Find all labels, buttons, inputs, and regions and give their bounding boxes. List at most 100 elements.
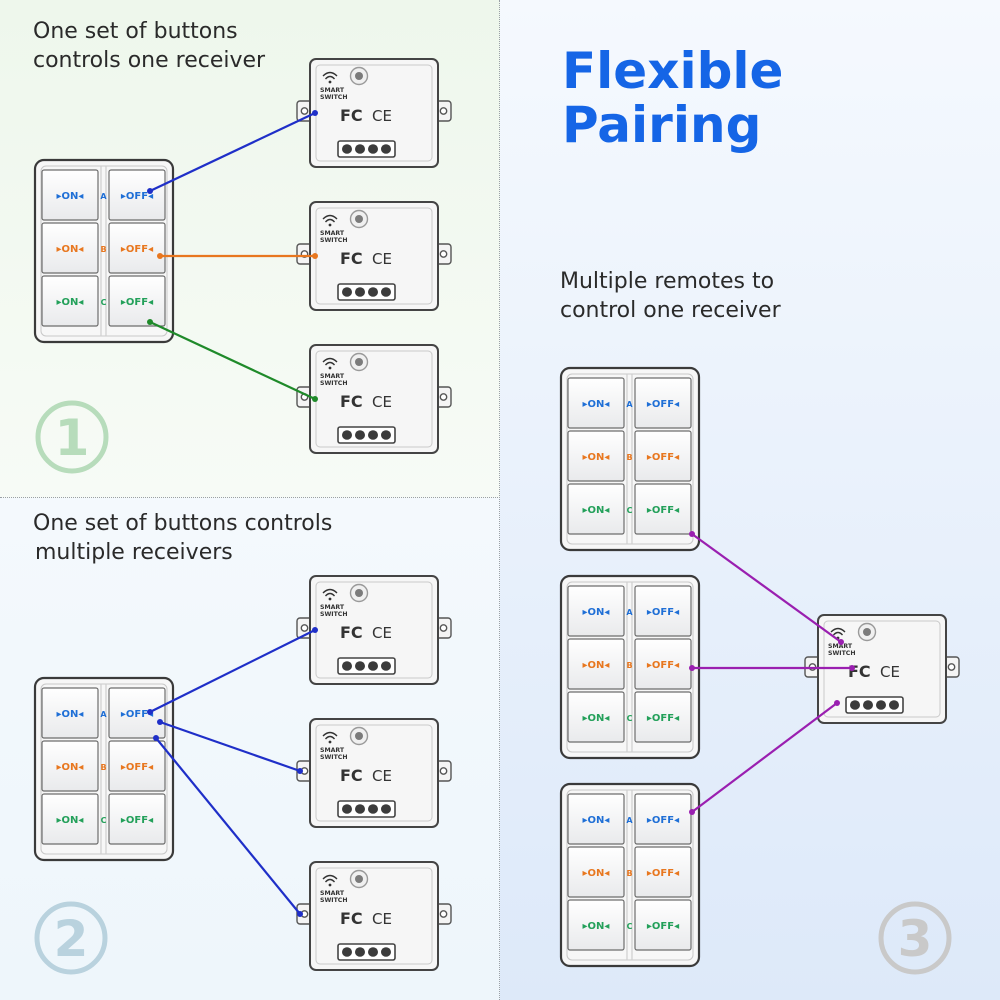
fcc-mark: FC bbox=[340, 909, 363, 928]
remote-on-button[interactable]: ▸ON◂ bbox=[567, 793, 625, 845]
remote-off-button[interactable]: ▸OFF◂ bbox=[634, 430, 692, 482]
receiver-label-smart: SMART bbox=[320, 373, 345, 380]
wifi-icon bbox=[322, 731, 338, 744]
terminal-screw bbox=[342, 430, 352, 440]
on-label: ▸ON◂ bbox=[57, 244, 84, 255]
terminal-block bbox=[337, 283, 396, 301]
panel3-remote-3: ▸ON◂A▸OFF◂▸ON◂B▸OFF◂▸ON◂C▸OFF◂ bbox=[559, 782, 701, 968]
off-label: ▸OFF◂ bbox=[647, 505, 679, 516]
channel-letter: C bbox=[627, 922, 633, 931]
on-label: ▸ON◂ bbox=[57, 191, 84, 202]
terminal-block bbox=[845, 696, 904, 714]
receiver-label-switch: SWITCH bbox=[320, 380, 348, 387]
remote-inner-frame bbox=[40, 165, 168, 337]
terminal-screw bbox=[850, 700, 860, 710]
channel-letter: B bbox=[100, 245, 106, 254]
off-label: ▸OFF◂ bbox=[121, 297, 153, 308]
panel2-caption: One set of buttons controls multiple rec… bbox=[33, 510, 332, 567]
remote-on-button[interactable]: ▸ON◂ bbox=[41, 275, 99, 327]
terminal-screw bbox=[355, 287, 365, 297]
terminal-screw bbox=[355, 947, 365, 957]
off-label: ▸OFF◂ bbox=[121, 709, 153, 720]
receiver-body bbox=[309, 58, 439, 168]
screw-hole bbox=[947, 663, 956, 671]
receiver-label-switch: SWITCH bbox=[320, 611, 348, 618]
terminal-screw bbox=[368, 947, 378, 957]
terminal-block bbox=[337, 800, 396, 818]
terminal-screw bbox=[863, 700, 873, 710]
ce-mark: CE bbox=[372, 393, 392, 411]
receiver-label-smart: SMART bbox=[320, 87, 345, 94]
remote-off-button[interactable]: ▸OFF◂ bbox=[634, 691, 692, 743]
remote-off-button[interactable]: ▸OFF◂ bbox=[108, 793, 166, 845]
panel2-wire-b bbox=[157, 719, 303, 774]
page-title-line2: Pairing bbox=[562, 96, 762, 154]
terminal-screw bbox=[342, 947, 352, 957]
remote-on-button[interactable]: ▸ON◂ bbox=[41, 222, 99, 274]
panel1-remote: ▸ON◂A▸OFF◂▸ON◂B▸OFF◂▸ON◂C▸OFF◂ bbox=[33, 158, 175, 344]
channel-letter: B bbox=[626, 453, 632, 462]
remote-off-button[interactable]: ▸OFF◂ bbox=[108, 275, 166, 327]
pairing-button[interactable] bbox=[349, 726, 369, 746]
channel-letter: C bbox=[627, 714, 633, 723]
pairing-button[interactable] bbox=[857, 622, 877, 642]
panel2-number-badge: 2 bbox=[34, 901, 108, 975]
off-label: ▸OFF◂ bbox=[121, 191, 153, 202]
remote-off-button[interactable]: ▸OFF◂ bbox=[634, 846, 692, 898]
channel-letter: A bbox=[100, 710, 107, 719]
remote-off-button[interactable]: ▸OFF◂ bbox=[634, 793, 692, 845]
panel2-wire-a bbox=[147, 627, 318, 715]
remote-off-button[interactable]: ▸OFF◂ bbox=[634, 377, 692, 429]
pairing-button[interactable] bbox=[349, 352, 369, 372]
remote-on-button[interactable]: ▸ON◂ bbox=[41, 687, 99, 739]
on-label: ▸ON◂ bbox=[583, 452, 610, 463]
remote-on-button[interactable]: ▸ON◂ bbox=[567, 691, 625, 743]
on-label: ▸ON◂ bbox=[583, 660, 610, 671]
remote-on-button[interactable]: ▸ON◂ bbox=[567, 846, 625, 898]
remote-off-button[interactable]: ▸OFF◂ bbox=[634, 899, 692, 951]
remote-off-button[interactable]: ▸OFF◂ bbox=[108, 222, 166, 274]
remote-off-button[interactable]: ▸OFF◂ bbox=[634, 638, 692, 690]
remote-on-button[interactable]: ▸ON◂ bbox=[41, 169, 99, 221]
on-label: ▸ON◂ bbox=[583, 607, 610, 618]
terminal-screw bbox=[381, 144, 391, 154]
receiver-body bbox=[309, 575, 439, 685]
wifi-icon bbox=[322, 588, 338, 601]
terminal-screw bbox=[342, 144, 352, 154]
on-label: ▸ON◂ bbox=[583, 399, 610, 410]
remote-off-button[interactable]: ▸OFF◂ bbox=[108, 740, 166, 792]
terminal-block bbox=[337, 426, 396, 444]
panel3-number-badge: 3 bbox=[878, 901, 952, 975]
receiver-label-switch: SWITCH bbox=[828, 650, 856, 657]
off-label: ▸OFF◂ bbox=[647, 607, 679, 618]
terminal-screw bbox=[368, 661, 378, 671]
on-label: ▸ON◂ bbox=[57, 709, 84, 720]
terminal-screw bbox=[368, 287, 378, 297]
remote-on-button[interactable]: ▸ON◂ bbox=[567, 899, 625, 951]
page-title: Flexible Pairing bbox=[562, 44, 783, 152]
remote-inner-frame bbox=[40, 683, 168, 855]
remote-on-button[interactable]: ▸ON◂ bbox=[567, 430, 625, 482]
remote-off-button[interactable]: ▸OFF◂ bbox=[634, 483, 692, 535]
remote-on-button[interactable]: ▸ON◂ bbox=[567, 483, 625, 535]
pairing-button[interactable] bbox=[349, 209, 369, 229]
remote-off-button[interactable]: ▸OFF◂ bbox=[108, 169, 166, 221]
pairing-button[interactable] bbox=[349, 583, 369, 603]
remote-on-button[interactable]: ▸ON◂ bbox=[567, 585, 625, 637]
remote-on-button[interactable]: ▸ON◂ bbox=[567, 638, 625, 690]
remote-off-button[interactable]: ▸OFF◂ bbox=[108, 687, 166, 739]
panel2-caption-line1: One set of buttons controls bbox=[33, 511, 333, 536]
remote-on-button[interactable]: ▸ON◂ bbox=[41, 793, 99, 845]
screw-hole bbox=[439, 767, 448, 775]
pairing-button[interactable] bbox=[349, 869, 369, 889]
pairing-button[interactable] bbox=[349, 66, 369, 86]
ce-mark: CE bbox=[372, 107, 392, 125]
remote-on-button[interactable]: ▸ON◂ bbox=[41, 740, 99, 792]
channel-letter: A bbox=[626, 400, 633, 409]
wifi-icon bbox=[322, 357, 338, 370]
remote-off-button[interactable]: ▸OFF◂ bbox=[634, 585, 692, 637]
terminal-screw bbox=[381, 430, 391, 440]
remote-on-button[interactable]: ▸ON◂ bbox=[567, 377, 625, 429]
